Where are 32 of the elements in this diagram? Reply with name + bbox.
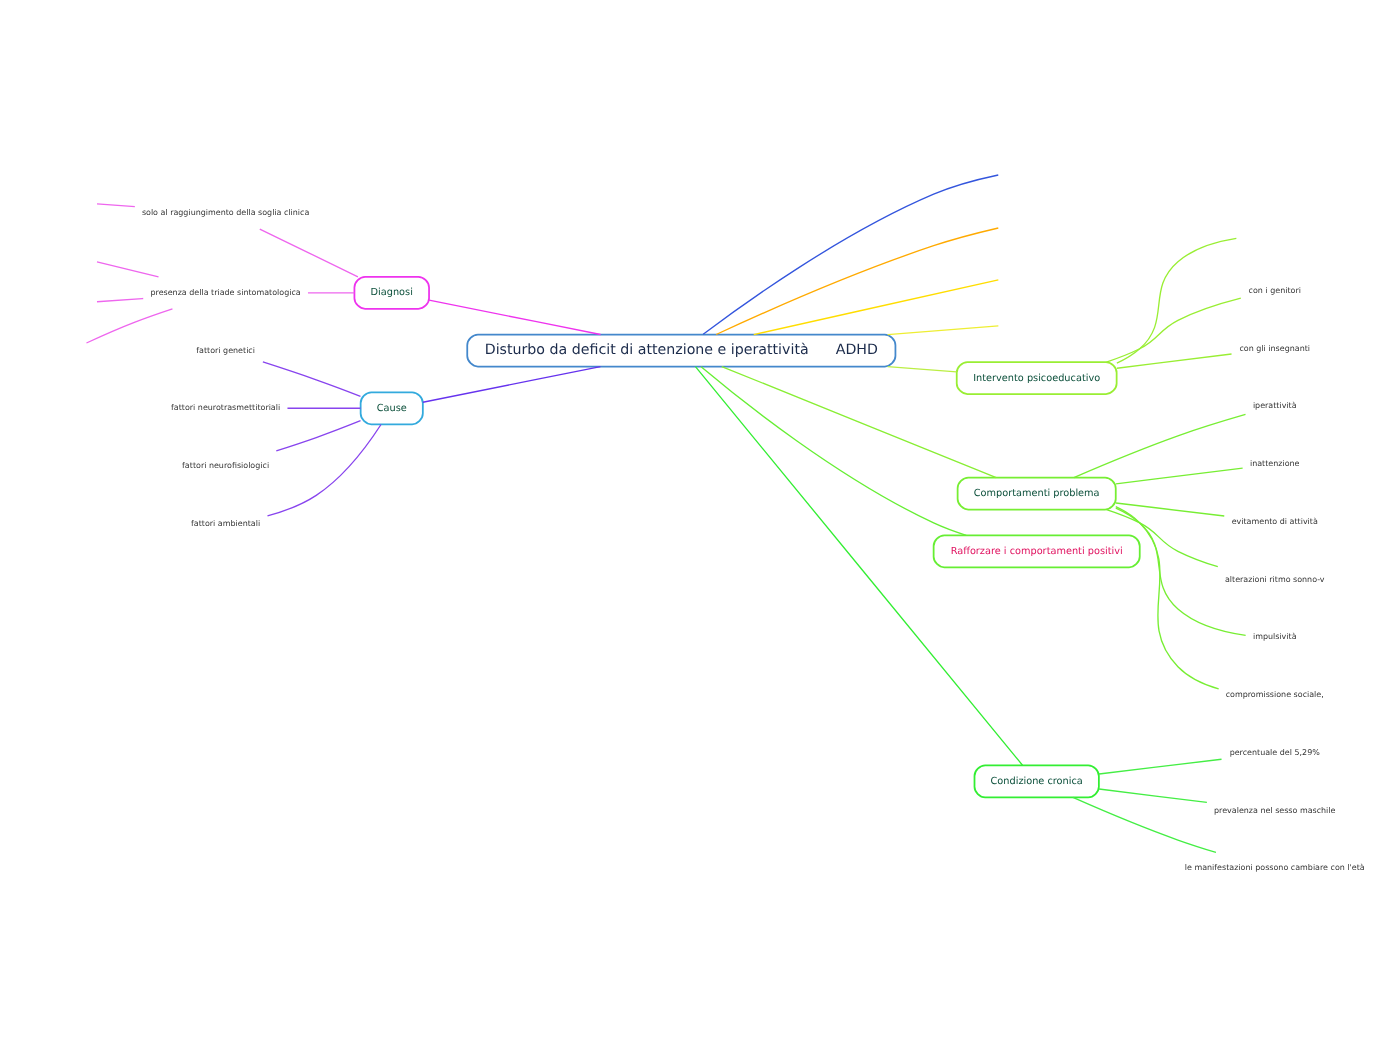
connector bbox=[1115, 502, 1225, 517]
connector bbox=[886, 365, 958, 373]
connector bbox=[85, 308, 174, 344]
connector bbox=[1116, 353, 1233, 369]
connector bbox=[1115, 467, 1244, 485]
connector bbox=[422, 365, 602, 403]
connector bbox=[259, 228, 359, 278]
connector bbox=[1115, 507, 1247, 637]
connector bbox=[715, 227, 999, 336]
connector bbox=[753, 279, 999, 336]
connector bbox=[266, 423, 382, 517]
connector bbox=[700, 366, 967, 536]
connector bbox=[886, 325, 999, 336]
connector bbox=[702, 174, 999, 335]
connector bbox=[96, 297, 144, 303]
connector bbox=[1072, 796, 1217, 854]
connector bbox=[694, 366, 1024, 766]
connector bbox=[1116, 237, 1238, 364]
connector bbox=[721, 365, 997, 479]
connector bbox=[275, 420, 362, 452]
connector bbox=[286, 407, 362, 409]
connector bbox=[307, 292, 356, 294]
connector bbox=[1115, 505, 1220, 690]
connector bbox=[96, 203, 136, 208]
connector bbox=[96, 261, 160, 278]
connector bbox=[1105, 297, 1242, 363]
connector bbox=[1073, 413, 1247, 479]
connector bbox=[1098, 788, 1208, 804]
connector bbox=[1098, 758, 1223, 775]
connector bbox=[1105, 508, 1219, 568]
connector bbox=[262, 361, 362, 397]
connector bbox=[428, 299, 602, 336]
